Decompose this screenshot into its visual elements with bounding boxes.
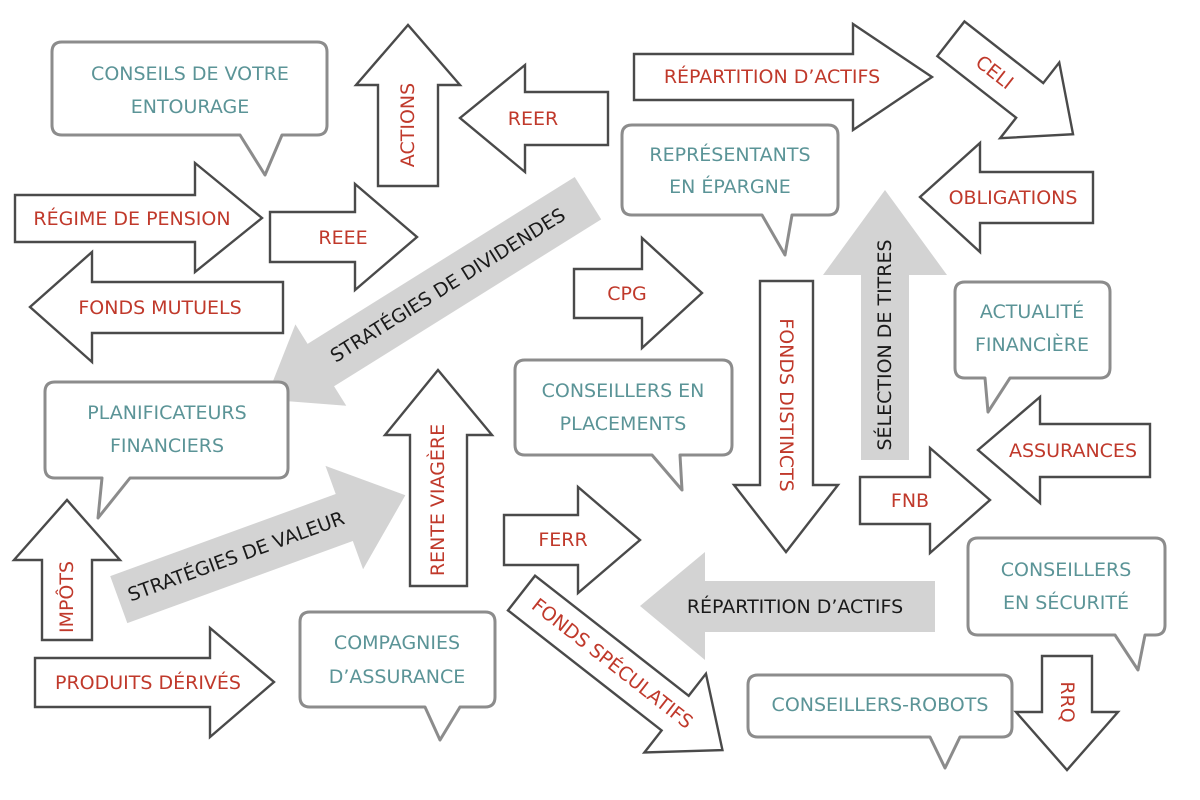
bubble-line: EN SÉCURITÉ <box>1003 591 1129 614</box>
arrow-impots: IMPÔTS <box>11 498 123 642</box>
bubble-planificateurs-financiers: PLANIFICATEURS FINANCIERS <box>43 380 290 520</box>
arrow-rente-viagere: RENTE VIAGÈRE <box>382 368 495 588</box>
bubble-conseillers-placements: CONSEILLERS EN PLACEMENTS <box>513 358 734 492</box>
arrow-label: RÉPARTITION D’ACTIFS <box>664 65 880 88</box>
bubble-line: CONSEILLERS <box>1001 559 1132 581</box>
arrow-actions: ACTIONS <box>353 23 463 188</box>
bubble-line: PLACEMENTS <box>560 413 687 435</box>
arrow-label: OBLIGATIONS <box>949 187 1078 209</box>
arrow-assurances: ASSURANCES <box>976 394 1152 506</box>
arrow-repartition-actifs-top: RÉPARTITION D’ACTIFS <box>632 21 935 133</box>
arrow-obligations: OBLIGATIONS <box>918 140 1095 255</box>
arrow-cpg: CPG <box>572 235 704 351</box>
arrow-label: ASSURANCES <box>1009 440 1137 462</box>
arrow-label: FERR <box>538 529 587 551</box>
bubble-line: CONSEILLERS-ROBOTS <box>772 694 989 716</box>
arrow-label: CPG <box>607 283 646 305</box>
arrow-rrq: RRQ <box>1013 654 1121 772</box>
big-arrow-repartition-actifs: RÉPARTITION D’ACTIFS <box>640 552 935 660</box>
arrow-label: RENTE VIAGÈRE <box>426 424 449 576</box>
bubble-line: COMPAGNIES <box>334 632 460 654</box>
big-arrow-label: STRATÉGIES DE VALEUR <box>125 506 348 606</box>
arrow-fnb: FNB <box>858 445 992 556</box>
bubble-conseils-entourage: CONSEILS DE VOTRE ENTOURAGE <box>50 40 329 177</box>
bubble-representants-epargne: REPRÉSENTANTS EN ÉPARGNE <box>620 123 840 257</box>
arrow-label: PRODUITS DÉRIVÉS <box>55 671 241 694</box>
bubble-compagnies-assurance: COMPAGNIES D’ASSURANCE <box>298 610 497 742</box>
bubble-conseillers-robots: CONSEILLERS-ROBOTS <box>746 673 1014 770</box>
bubble-line: EN ÉPARGNE <box>669 175 791 198</box>
bubble-line: REPRÉSENTANTS <box>649 143 810 166</box>
arrow-fonds-mutuels: FONDS MUTUELS <box>28 249 285 365</box>
arrow-reee: REEE <box>268 181 419 293</box>
bubble-line: ENTOURAGE <box>131 96 250 118</box>
arrow-label: FNB <box>891 490 929 512</box>
arrow-label: RÉGIME DE PENSION <box>33 207 230 230</box>
arrow-label: FONDS DISTINCTS <box>775 318 797 491</box>
bubble-line: ACTUALITÉ <box>980 300 1084 323</box>
arrow-label: REEE <box>318 227 367 249</box>
bubble-conseillers-securite: CONSEILLERS EN SÉCURITÉ <box>966 536 1167 672</box>
arrow-label: IMPÔTS <box>54 561 78 633</box>
arrow-celi: CELI <box>935 19 1075 140</box>
big-arrow-label: RÉPARTITION D’ACTIFS <box>687 595 903 618</box>
bubble-line: FINANCIÈRE <box>975 333 1089 356</box>
bubble-actualite-financiere: ACTUALITÉ FINANCIÈRE <box>953 280 1112 414</box>
arrow-label: REER <box>508 108 558 130</box>
arrow-ferr: FERR <box>502 484 642 596</box>
arrow-label: ACTIONS <box>397 83 419 167</box>
arrow-reer: REER <box>458 62 610 175</box>
arrow-regime-pension: RÉGIME DE PENSION <box>13 160 264 275</box>
big-arrow-selection-titres: SÉLECTION DE TITRES <box>823 190 947 460</box>
bubble-line: PLANIFICATEURS <box>87 402 246 424</box>
arrow-label: FONDS MUTUELS <box>78 297 241 319</box>
bubble-line: D’ASSURANCE <box>329 666 466 688</box>
arrow-produits-derives: PRODUITS DÉRIVÉS <box>33 625 276 740</box>
arrow-label: RRQ <box>1056 681 1078 722</box>
arrow-fonds-distincts: FONDS DISTINCTS <box>731 279 841 554</box>
bubble-line: CONSEILS DE VOTRE <box>91 63 289 85</box>
big-arrow-label: SÉLECTION DE TITRES <box>873 239 896 450</box>
bubble-line: CONSEILLERS EN <box>542 380 705 402</box>
bubble-line: FINANCIERS <box>110 435 224 457</box>
